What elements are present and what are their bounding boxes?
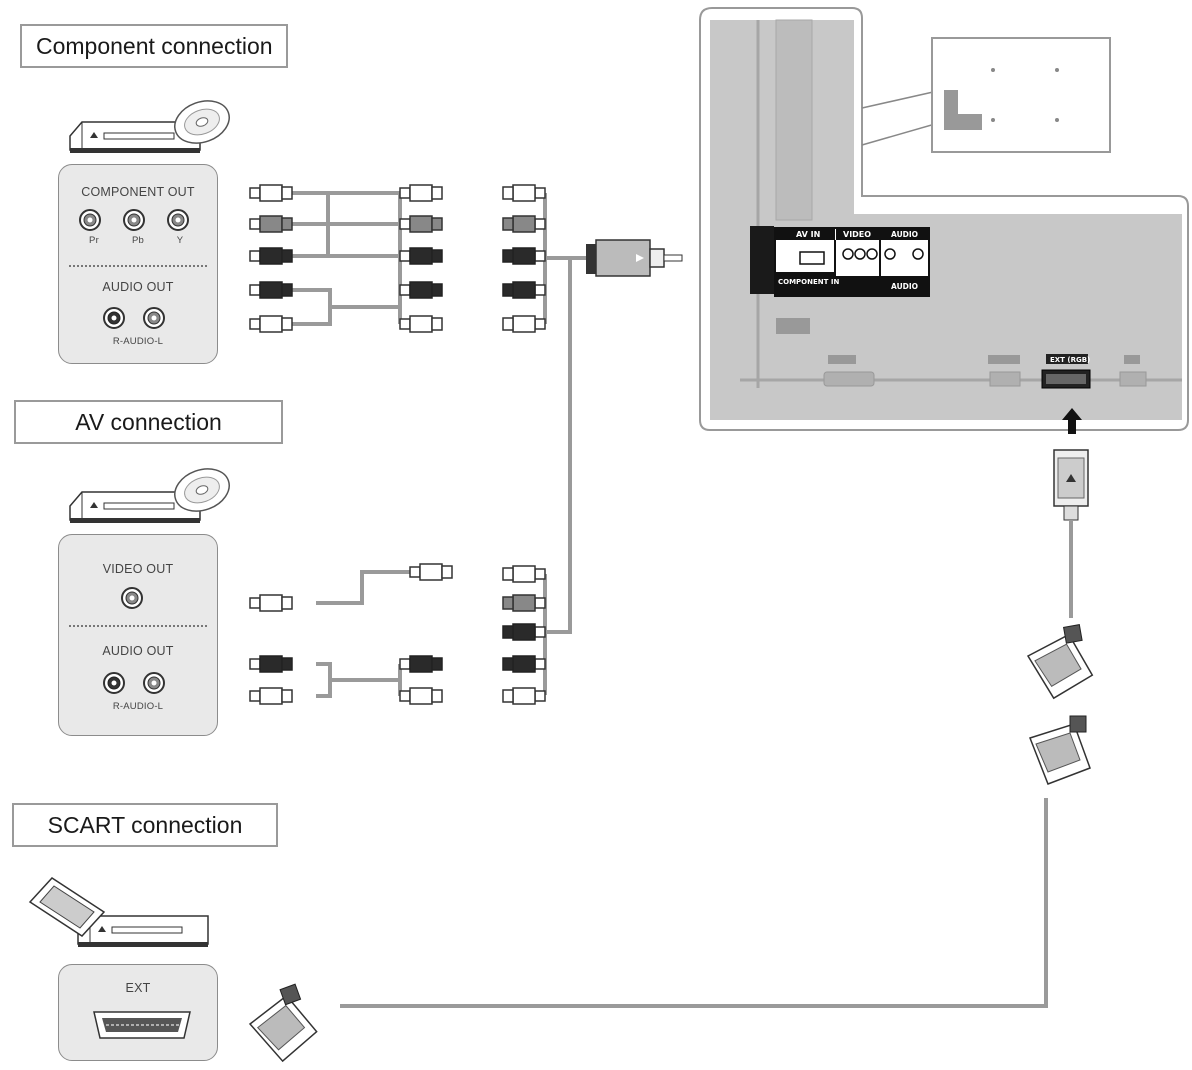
audio-channel-label: R-AUDIO-L: [112, 336, 164, 347]
scart-cable: [340, 798, 1048, 1008]
av-cables: [316, 570, 410, 698]
audio-channel-label: R-AUDIO-L: [112, 701, 164, 712]
tv-back-panel: [699, 7, 1189, 431]
jack-audio-r-icon: [103, 672, 125, 694]
plug-icon: [502, 687, 546, 705]
scart-connection-title: SCART connection: [12, 803, 278, 847]
plug-icon: [399, 184, 443, 202]
plug-icon: [399, 315, 443, 333]
plug-icon: [399, 215, 443, 233]
jack-pb-icon: [123, 209, 145, 231]
tv-audio-label: AUDIO: [891, 230, 918, 239]
scart-player-icon: [77, 915, 209, 948]
plug-audio-l-icon: [249, 687, 293, 705]
scart-plug-icon: [1029, 715, 1091, 785]
av-out-panel: VIDEO OUT AUDIO OUT R-AUDIO-L: [58, 534, 218, 736]
plug-icon: [409, 563, 453, 581]
plug-audio-r-icon: [249, 655, 293, 673]
plug-icon: [502, 623, 546, 641]
jack-label-pr: Pr: [89, 235, 99, 246]
tv-av-in-label: AV IN: [796, 230, 820, 239]
jack-pr-icon: [79, 209, 101, 231]
jack-label-y: Y: [176, 235, 184, 246]
plug-icon: [502, 315, 546, 333]
ext-label: EXT: [125, 981, 151, 995]
component-connection-title: Component connection: [20, 24, 288, 68]
plug-icon: [502, 655, 546, 673]
plug-icon: [502, 594, 546, 612]
component-cables: [292, 191, 598, 695]
video-out-label: VIDEO OUT: [102, 562, 174, 576]
plug-y-icon: [249, 247, 293, 265]
jack-label-pb: Pb: [131, 235, 145, 246]
plug-icon: [502, 281, 546, 299]
plug-icon: [399, 247, 443, 265]
plug-icon: [502, 247, 546, 265]
plug-audio-l-icon: [249, 315, 293, 333]
arrow-up-icon: [1062, 408, 1082, 434]
tv-thumbnail: [861, 37, 1111, 153]
plug-audio-r-icon: [249, 281, 293, 299]
plug-icon: [502, 215, 546, 233]
jack-y-icon: [167, 209, 189, 231]
av-in-adapter-icon: [586, 239, 683, 277]
plug-icon: [399, 687, 443, 705]
ext-adapter-icon: [1053, 449, 1089, 521]
divider: [69, 625, 207, 627]
av-connection-title: AV connection: [14, 400, 283, 444]
audio-out-label: AUDIO OUT: [102, 644, 174, 658]
jack-audio-l-icon: [143, 307, 165, 329]
component-out-panel: COMPONENT OUT Pr Pb Y AUDIO OUT R-AUDIO-…: [58, 164, 218, 364]
plug-pr-icon: [249, 184, 293, 202]
plug-video-icon: [249, 594, 293, 612]
audio-out-label: AUDIO OUT: [102, 280, 174, 294]
component-out-label: COMPONENT OUT: [81, 185, 195, 199]
tv-component-in-label: COMPONENT IN: [778, 278, 839, 286]
plug-pb-icon: [249, 215, 293, 233]
scart-plug-icon: [241, 982, 323, 1068]
divider: [69, 265, 207, 267]
jack-audio-r-icon: [103, 307, 125, 329]
tv-audio-label-bottom: AUDIO: [891, 282, 918, 291]
scart-socket-icon: [93, 1011, 191, 1039]
tv-ext-rgb-label: EXT (RGB): [1050, 356, 1090, 364]
jack-audio-l-icon: [143, 672, 165, 694]
jack-video-icon: [121, 587, 143, 609]
scart-flip-icon: [28, 877, 106, 937]
tv-video-label: VIDEO: [843, 230, 871, 239]
plug-icon: [399, 655, 443, 673]
tv-av-component-block: AV IN VIDEO AUDIO COMPONENT IN AUDIO: [750, 226, 930, 297]
plug-icon: [502, 184, 546, 202]
plug-icon: [399, 281, 443, 299]
scart-plug-icon: [1023, 623, 1096, 703]
plug-icon: [502, 565, 546, 583]
